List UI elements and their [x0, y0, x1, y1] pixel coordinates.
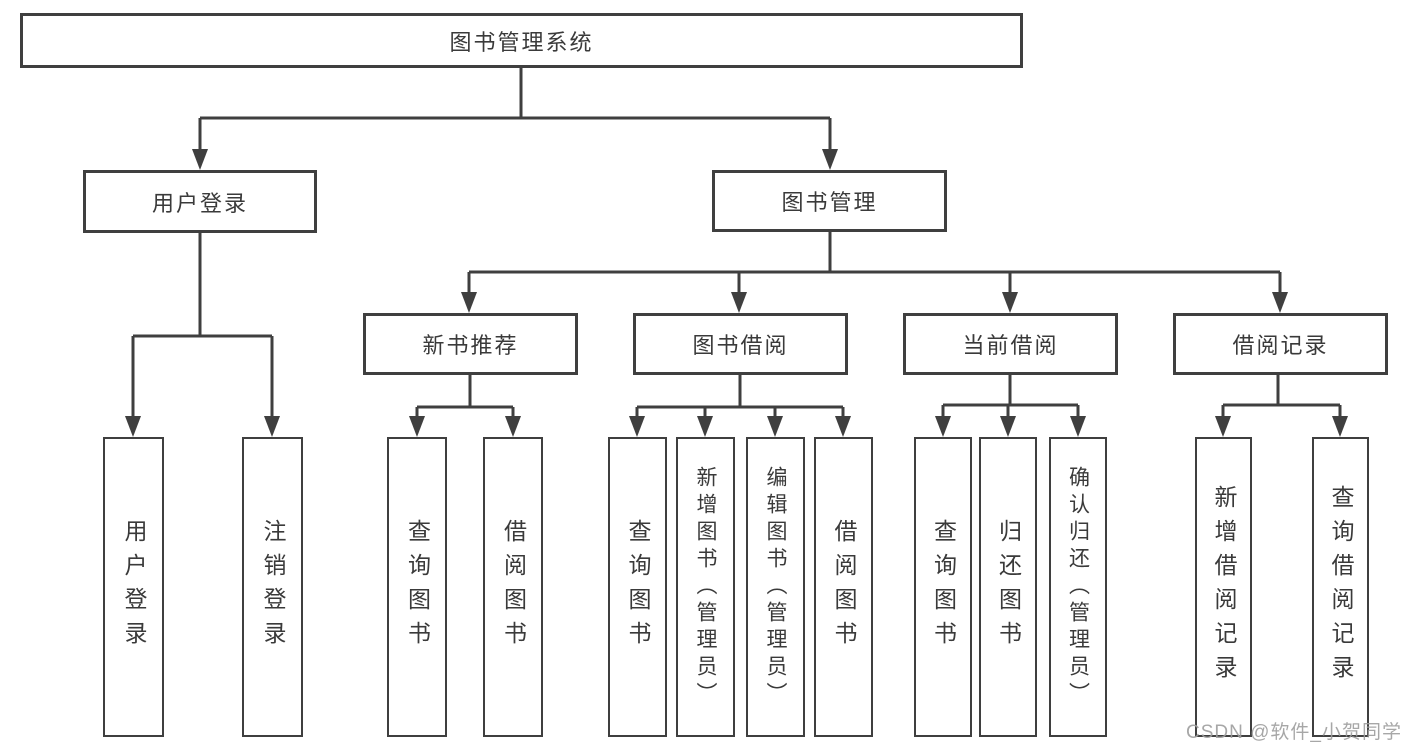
node-book-management-label: 图书管理: [781, 190, 878, 215]
leaf-logout-label: 注销登录: [260, 519, 286, 655]
leaf-recommend-query-books-label: 查询图书: [404, 519, 431, 655]
node-book-management: 图书管理: [712, 170, 947, 232]
leaf-return-books: 归还图书: [979, 437, 1037, 737]
leaf-query-borrow-record-label: 查询借阅记录: [1328, 485, 1354, 689]
leaf-query-borrow-record: 查询借阅记录: [1312, 437, 1369, 737]
node-book-borrow: 图书借阅: [633, 313, 848, 375]
node-root-system-label: 图书管理系统: [449, 29, 594, 55]
node-root-system: 图书管理系统: [20, 13, 1023, 68]
node-book-borrow-label: 图书借阅: [692, 333, 789, 358]
leaf-recommend-borrow-books: 借阅图书: [483, 437, 543, 737]
node-borrow-records: 借阅记录: [1173, 313, 1388, 375]
arrowhead-new-book-recommend: [461, 292, 477, 313]
arrowhead-book-management: [822, 149, 838, 170]
node-new-book-recommend: 新书推荐: [363, 313, 578, 375]
arrowhead-borrow-borrow: [835, 416, 851, 437]
connector-recommend-children: [415, 375, 515, 419]
arrowhead-recommend-query: [409, 416, 425, 437]
arrowhead-records-add: [1215, 416, 1231, 437]
arrowhead-borrow-edit: [767, 416, 783, 437]
connector-book-management-children: [467, 232, 1282, 295]
leaf-current-query-books: 查询图书: [914, 437, 972, 737]
csdn-watermark: CSDN @软件_小贺同学: [1186, 722, 1402, 743]
arrowhead-borrow-records: [1272, 292, 1288, 313]
leaf-confirm-return-admin-label: 确认归还（管理员）: [1066, 465, 1090, 709]
leaf-borrow-borrow-books-label: 借阅图书: [831, 519, 857, 655]
node-borrow-records-label: 借阅记录: [1232, 333, 1329, 358]
connector-records-children: [1221, 375, 1342, 419]
leaf-borrow-query-books-label: 查询图书: [625, 519, 651, 655]
leaf-add-book-admin-label: 新增图书（管理员）: [694, 465, 717, 709]
arrowhead-current-confirm: [1070, 416, 1086, 437]
arrowhead-user-login: [192, 149, 208, 170]
leaf-return-books-label: 归还图书: [995, 519, 1022, 655]
leaf-confirm-return-admin: 确认归还（管理员）: [1049, 437, 1107, 737]
connector-current-children: [941, 375, 1080, 419]
arrowhead-recommend-borrow: [505, 416, 521, 437]
node-new-book-recommend-label: 新书推荐: [422, 333, 519, 358]
leaf-current-query-books-label: 查询图书: [930, 519, 957, 655]
node-current-borrow-label: 当前借阅: [962, 333, 1059, 358]
connector-user-login-children: [131, 233, 274, 419]
node-user-login-label: 用户登录: [151, 190, 248, 216]
arrowhead-book-borrow: [731, 292, 747, 313]
leaf-edit-book-admin-label: 编辑图书（管理员）: [764, 465, 787, 709]
leaf-add-borrow-record-label: 新增借阅记录: [1211, 485, 1237, 689]
leaf-user-login: 用户登录: [103, 437, 164, 737]
connector-borrow-children: [635, 375, 845, 419]
node-current-borrow: 当前借阅: [903, 313, 1118, 375]
leaf-recommend-borrow-books-label: 借阅图书: [500, 519, 527, 655]
arrowhead-records-query: [1332, 416, 1348, 437]
connector-root-to-level2: [198, 68, 832, 152]
leaf-add-book-admin: 新增图书（管理员）: [676, 437, 735, 737]
leaf-user-login-label: 用户登录: [121, 519, 147, 655]
leaf-edit-book-admin: 编辑图书（管理员）: [746, 437, 805, 737]
arrowhead-current-borrow: [1002, 292, 1018, 313]
leaf-logout: 注销登录: [242, 437, 303, 737]
arrowhead-leaf-user-login: [125, 416, 141, 437]
arrowhead-leaf-logout: [264, 416, 280, 437]
arrowhead-borrow-query: [629, 416, 645, 437]
node-user-login: 用户登录: [83, 170, 317, 233]
arrowhead-current-query: [935, 416, 951, 437]
leaf-add-borrow-record: 新增借阅记录: [1195, 437, 1252, 737]
arrowhead-current-return: [1000, 416, 1016, 437]
leaf-recommend-query-books: 查询图书: [387, 437, 447, 737]
leaf-borrow-query-books: 查询图书: [608, 437, 667, 737]
leaf-borrow-borrow-books: 借阅图书: [814, 437, 873, 737]
arrowhead-borrow-add: [697, 416, 713, 437]
